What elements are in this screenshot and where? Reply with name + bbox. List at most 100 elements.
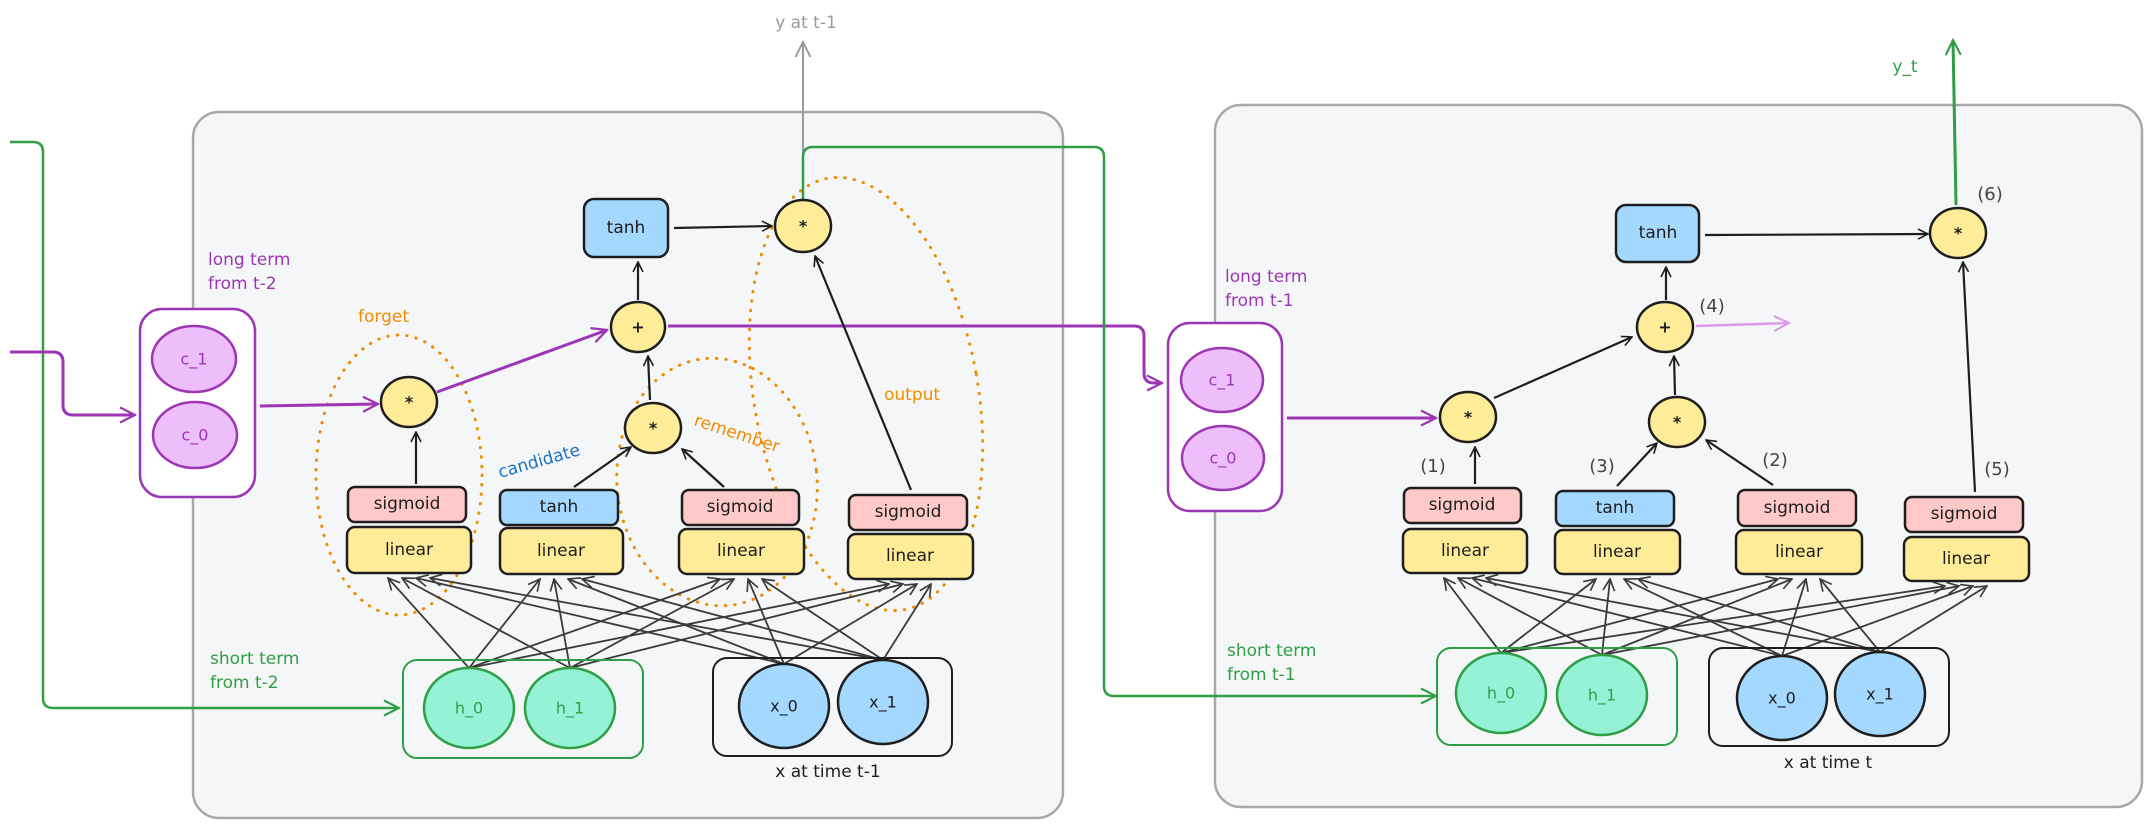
hidden-to-next-cell xyxy=(801,145,1436,696)
step-label: (3) xyxy=(1589,456,1615,477)
remember-mul-to-add xyxy=(648,356,650,401)
layer-column: sigmoid linear xyxy=(345,485,473,575)
sigmoid-label: sigmoid xyxy=(374,494,441,514)
layer-column: tanh linear xyxy=(498,488,625,576)
output-tanh-label: tanh xyxy=(1639,223,1678,243)
layer-column: tanh linear (3) xyxy=(1553,456,1682,576)
forget-mul-label: * xyxy=(405,393,414,412)
output-tanh-box xyxy=(1614,203,1701,264)
output-mul-label: * xyxy=(1954,224,1963,243)
dense-edge xyxy=(1624,579,1783,657)
dense-edge xyxy=(1820,579,1881,653)
linear-label: linear xyxy=(1775,542,1823,562)
linear-box xyxy=(498,526,625,576)
remember-mul-node xyxy=(623,401,683,455)
dense-edge xyxy=(1444,578,1502,654)
dense-edge xyxy=(569,584,903,669)
long-term-input-line-left xyxy=(10,350,135,415)
long-term-label-left: long term from t-2 xyxy=(208,250,296,294)
remember-mul-label: * xyxy=(649,419,658,438)
cell-state-node xyxy=(1180,424,1266,492)
output-gate-outline xyxy=(747,175,985,613)
sigmoid-label: sigmoid xyxy=(707,497,774,517)
tanh-label: tanh xyxy=(540,497,579,517)
forget-gate-outline xyxy=(314,333,484,617)
cell-state-node xyxy=(1179,346,1265,414)
forget-mul-node xyxy=(379,375,439,429)
linear-box xyxy=(677,527,806,576)
output-mul-node xyxy=(1928,206,1988,260)
output-sigmoid-to-mul xyxy=(815,256,913,491)
input-label: x_1 xyxy=(869,693,897,713)
remember-mul-node xyxy=(1647,395,1707,449)
linear-box xyxy=(1902,535,2031,583)
linear-box xyxy=(846,532,975,581)
dense-edge xyxy=(1500,579,1596,654)
dense-edge xyxy=(1601,586,1959,656)
cell-state-label: c_1 xyxy=(1209,371,1236,391)
input-group-right xyxy=(1708,647,1950,747)
output-sigmoid-to-mul-right xyxy=(1963,262,1977,493)
sigmoid-box xyxy=(1736,488,1858,528)
cell-state-label: c_1 xyxy=(181,350,208,370)
input-label: x_0 xyxy=(1768,689,1796,709)
sigmoid-label: sigmoid xyxy=(875,502,942,522)
linear-box xyxy=(1553,528,1682,576)
tanh-box xyxy=(498,488,620,527)
hidden-state-node xyxy=(1454,651,1548,735)
linear-box xyxy=(1734,528,1864,576)
dense-edge xyxy=(882,584,931,661)
dense-edge xyxy=(1879,586,1987,653)
input-node xyxy=(737,662,831,750)
dense-edge xyxy=(1486,578,1881,653)
long-term-label-right: long term from t-1 xyxy=(1225,267,1313,311)
sigmoid-label: sigmoid xyxy=(1764,498,1831,518)
cell-state-out-arrow xyxy=(1695,323,1789,326)
dense-edge xyxy=(1500,586,1945,654)
tanh-to-out-mul-right xyxy=(1704,234,1928,235)
output-mul-label: * xyxy=(799,217,808,236)
output-label-left: y at t-1 xyxy=(775,13,837,33)
hidden-state-label: h_1 xyxy=(1588,686,1616,706)
linear-label: linear xyxy=(1593,542,1641,562)
tanh-to-out-mul xyxy=(673,226,772,228)
layer-column: sigmoid linear (1) xyxy=(1401,456,1529,575)
cell-state-node xyxy=(150,324,238,394)
remember-mul-label: * xyxy=(1673,413,1682,432)
dense-edge xyxy=(1781,579,1806,657)
input-group-left xyxy=(712,657,953,757)
dense-edge xyxy=(569,579,734,669)
dense-edge xyxy=(783,584,917,665)
sigmoid-box xyxy=(1903,495,2025,534)
short-term-group-right xyxy=(1436,647,1678,746)
step-label: (5) xyxy=(1984,459,2010,480)
input-node xyxy=(836,658,930,746)
cell-state-label: c_0 xyxy=(182,426,209,446)
dense-edge xyxy=(468,584,889,669)
hidden-state-label: h_1 xyxy=(556,699,584,719)
sigmoid-label: sigmoid xyxy=(1429,495,1496,515)
add-label: + xyxy=(631,318,644,337)
short-term-label-left: short term from t-2 xyxy=(210,649,305,693)
output-label: output xyxy=(884,385,940,405)
hidden-state-node xyxy=(422,666,516,750)
short-term-label-right: short term from t-1 xyxy=(1227,641,1322,685)
remember-sigmoid-to-mul xyxy=(682,449,725,488)
candidate-tanh-to-mul-right xyxy=(1616,443,1657,487)
input-node xyxy=(1833,650,1927,738)
forget-label: forget xyxy=(358,307,409,327)
dense-edge xyxy=(388,578,470,669)
dense-edge xyxy=(430,578,884,661)
output-tanh-label: tanh xyxy=(607,218,646,238)
hidden-state-label: h_0 xyxy=(1487,684,1515,704)
step-label: (1) xyxy=(1420,456,1446,477)
output-label-right: y_t xyxy=(1892,57,1918,77)
output-mul-node xyxy=(773,198,833,254)
dense-edge xyxy=(568,579,785,665)
dense-connections-left xyxy=(388,578,931,669)
dense-edge xyxy=(554,579,571,669)
candidate-tanh-to-mul xyxy=(573,447,631,488)
tanh-label: tanh xyxy=(1596,498,1635,518)
input-caption-right: x at time t xyxy=(1784,753,1873,773)
